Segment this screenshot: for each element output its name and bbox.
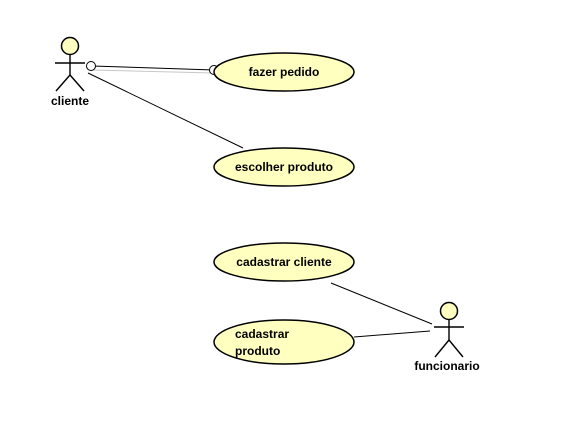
usecase-label-line-1: cadastrar xyxy=(235,327,289,341)
actor-cliente[interactable]: cliente xyxy=(51,36,89,109)
actor-left-leg xyxy=(434,339,450,358)
actor-right-leg xyxy=(69,74,85,92)
associations xyxy=(86,61,433,338)
association-shadow-cliente-fazer-pedido xyxy=(91,69,215,74)
actor-right-leg xyxy=(448,339,464,358)
usecase-ellipse xyxy=(213,147,355,187)
association-cliente-escolher-produto[interactable] xyxy=(87,72,244,149)
usecase-cadastrar-produto[interactable]: cadastrar produto xyxy=(213,319,355,365)
usecase-label: escolher produto xyxy=(235,160,333,174)
usecase-ellipse xyxy=(213,242,355,282)
actor-left-leg xyxy=(55,74,71,92)
usecase-cadastrar-cliente[interactable]: cadastrar cliente xyxy=(213,242,355,282)
actor-label-cliente: cliente xyxy=(51,94,89,108)
actor-head xyxy=(60,36,80,56)
actor-funcionario[interactable]: funcionario xyxy=(414,301,480,374)
actor-label-funcionario: funcionario xyxy=(414,359,479,373)
association-funcionario-cadastrar-produto[interactable] xyxy=(353,330,431,338)
association-funcionario-cadastrar-cliente[interactable] xyxy=(330,282,433,325)
actor-head xyxy=(439,301,459,321)
usecase-fazer-pedido[interactable]: fazer pedido xyxy=(213,52,355,92)
association-end-cliente[interactable] xyxy=(86,61,96,71)
usecase-ellipse xyxy=(213,52,355,92)
association-cliente-fazer-pedido[interactable] xyxy=(91,65,215,71)
usecase-label: fazer pedido xyxy=(249,65,320,79)
usecase-label-line-2: produto xyxy=(235,344,280,358)
usecase-ellipse xyxy=(213,319,355,365)
usecase-label: cadastrar cliente xyxy=(236,255,332,269)
usecase-escolher-produto[interactable]: escolher produto xyxy=(213,147,355,187)
